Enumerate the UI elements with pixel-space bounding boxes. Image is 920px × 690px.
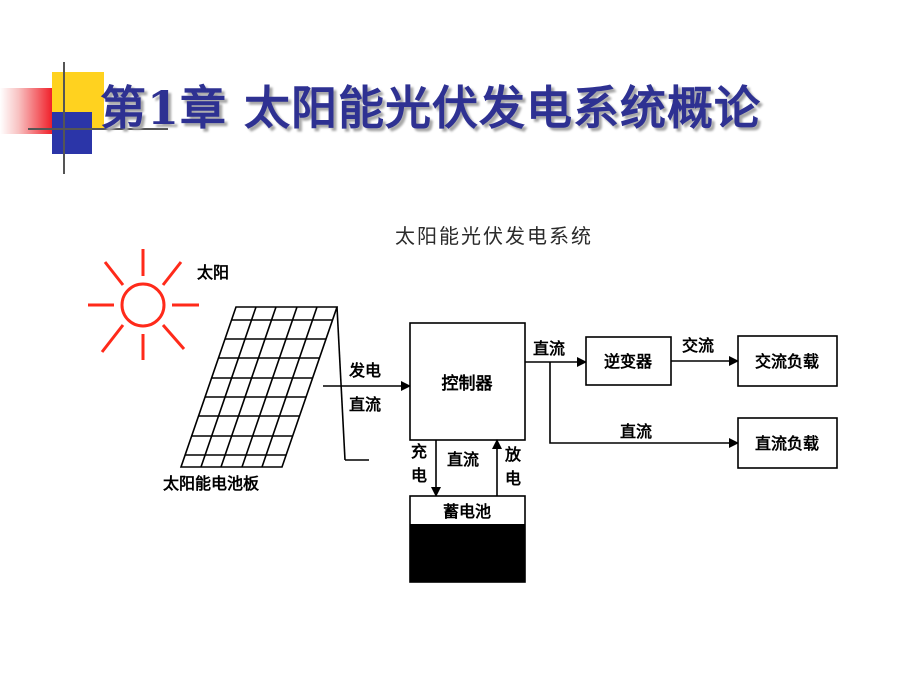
- slide-title: 第1章 太阳能光伏发电系统概论: [100, 81, 762, 135]
- panel-label: 太阳能电池板: [162, 474, 260, 493]
- controller-label: 控制器: [442, 373, 494, 394]
- decor-horizontal-line: [28, 128, 168, 130]
- discharge-label-2: 电: [505, 469, 521, 488]
- ac-label: 交流: [682, 336, 714, 355]
- decor-vertical-line: [63, 62, 65, 174]
- dc-load-label: 直流负载: [755, 434, 819, 453]
- gen-label-2: 直流: [349, 395, 381, 414]
- sun-icon: [88, 249, 199, 360]
- ac-load-box: [737, 335, 838, 387]
- dc-branch-label: 直流: [620, 422, 652, 441]
- dc-out-label: 直流: [533, 339, 565, 358]
- charge-label-2: 电: [411, 466, 427, 485]
- decor-red-square: [0, 88, 52, 134]
- diagram-caption: 太阳能光伏发电系统: [395, 224, 593, 248]
- controller-to-dc-load-arrow: [549, 362, 739, 448]
- inverter-label: 逆变器: [604, 352, 653, 371]
- solar-panel-icon: [179, 306, 369, 468]
- gen-label-1: 发电: [348, 361, 381, 380]
- decor-blue-square: [52, 112, 92, 154]
- battery-icon: [409, 495, 526, 583]
- charge-label-1: 充: [411, 442, 427, 461]
- sun-label: 太阳: [196, 263, 229, 282]
- ac-load-label: 交流负载: [755, 352, 819, 371]
- discharge-label-1: 放: [504, 445, 522, 464]
- controller-box: [409, 322, 526, 441]
- battery-label: 蓄电池: [443, 502, 491, 521]
- inverter-box: [585, 336, 672, 386]
- battery-dc-label: 直流: [447, 450, 479, 469]
- dc-load-box: [737, 417, 838, 469]
